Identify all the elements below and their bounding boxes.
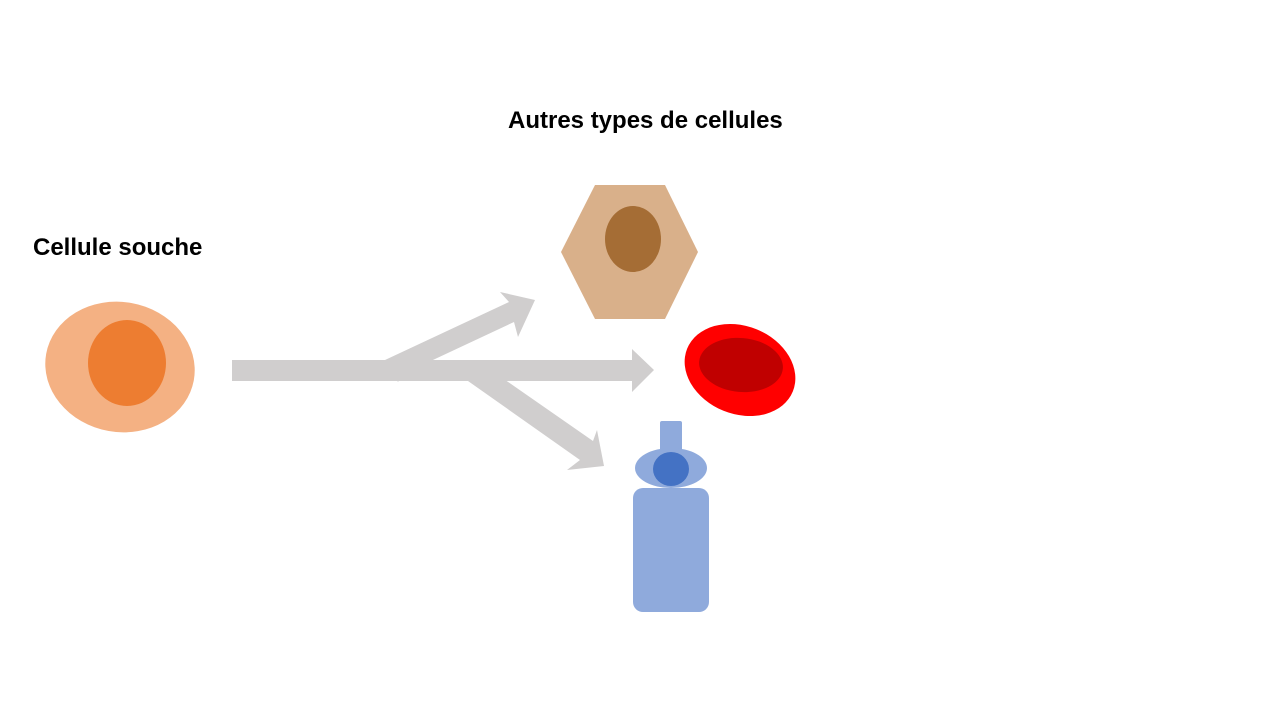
other-cell-types-title: Autres types de cellules [508, 107, 783, 134]
arrow-down [468, 368, 604, 470]
arrow-up [385, 292, 535, 382]
hex-cell-nucleus [605, 206, 661, 272]
red-blood-cell [684, 323, 796, 417]
stem-cell [45, 301, 195, 433]
arrows [232, 292, 654, 470]
arrow-straight [232, 349, 654, 392]
neuron-top [660, 421, 682, 455]
hexagonal-cell [561, 185, 698, 319]
red-cell-inner [699, 337, 783, 393]
neuron-body [633, 488, 709, 612]
neuron-nucleus [653, 452, 689, 486]
stem-cell-nucleus [88, 320, 166, 406]
stem-cell-title: Cellule souche [33, 234, 203, 261]
neuron-cell [633, 421, 709, 612]
